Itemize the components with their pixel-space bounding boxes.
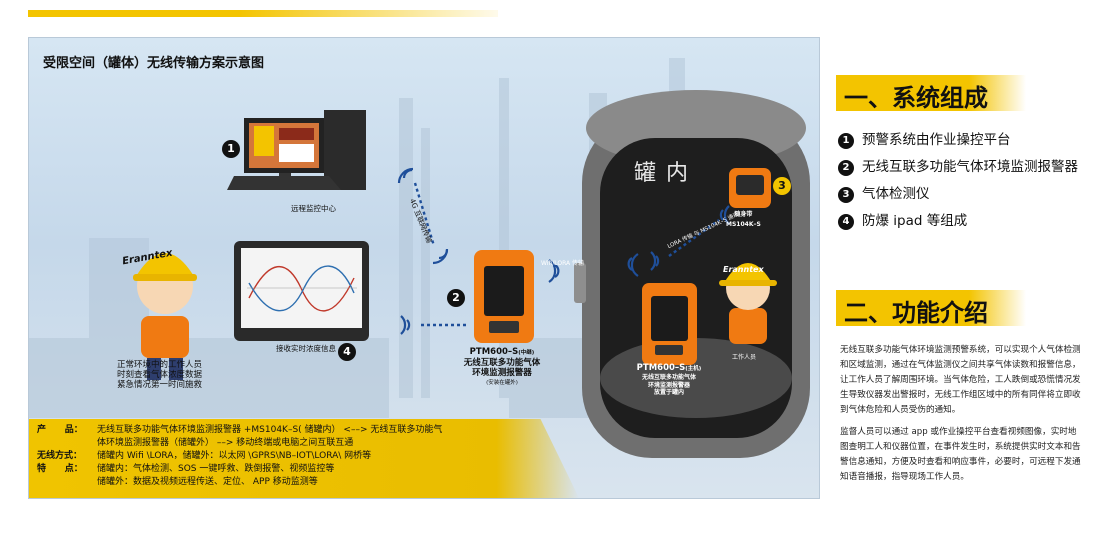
section2-heading: 二、功能介绍: [836, 290, 1026, 327]
device-outside: [474, 250, 534, 343]
detector-caption: 随身带 MS104K–S: [726, 210, 761, 230]
device-inside-caption: PTM600–S(主机) 无线互联多功能气体 环境监测报警器 放置于罐内: [619, 363, 719, 397]
number-badge: 1: [838, 133, 854, 149]
worker-outside-caption: 正常环境中的工作人员 时刻查看气体浓度数据 紧急情况第一时间施救: [117, 360, 202, 390]
worker-inside: [719, 263, 777, 344]
caption-line: 紧急情况第一时间施救: [117, 380, 203, 390]
device-inside: [642, 283, 697, 365]
info-row: 特 点： 储罐内：气体检测、SOS 一键呼救、跌倒报警、视频监控等: [37, 463, 334, 475]
list-item: 1 预警系统由作业操控平台: [838, 128, 1078, 155]
badge-3: 3: [773, 177, 791, 195]
device-name-line: 放置于罐内: [653, 389, 684, 396]
device-model: PTM600–S: [469, 347, 519, 357]
list-item: 3 气体检测仪: [838, 182, 1078, 209]
tablet-device: [234, 241, 369, 341]
device-outside-caption: PTM600–S(中继) 无线互联多功能气体 环境监测报警器 (安装在罐外): [452, 347, 552, 388]
number-badge: 4: [838, 214, 854, 230]
list-item: 4 防爆 ipad 等组成: [838, 209, 1078, 236]
top-accent-bar: [28, 10, 498, 17]
caption-line: 正常环境中的工作人员: [117, 360, 203, 370]
info-row: 储罐外：数据及视频远程传送、定位、 APP 移动监测等: [37, 476, 318, 488]
badge-4: 4: [338, 343, 356, 361]
info-key: 无线方式：: [37, 451, 83, 461]
device-note: (安装在罐外): [486, 380, 518, 386]
device-name-line: 环境监测报警器: [647, 381, 690, 389]
product-info-strip: 产 品： 无线互联多功能气体环境监测报警器 +MS104K–S( 储罐内） <––…: [29, 419, 579, 498]
device-name-line: 无线互联多功能气体: [463, 358, 541, 368]
worker-outside: [133, 253, 197, 380]
list-item: 2 无线互联多功能气体环境监测报警器: [838, 155, 1078, 182]
detector-model: MS104K–S: [726, 221, 761, 228]
caption-line: 时刻查看气体浓度数据: [117, 370, 203, 380]
section1-title: 一、系统组成: [844, 83, 988, 112]
info-text: 无线互联多功能气体环境监测报警器 +MS104K–S( 储罐内） <––> 无线…: [97, 425, 443, 435]
badge-1: 1: [222, 140, 240, 158]
number-badge: 2: [838, 160, 854, 176]
diagram-panel: 受限空间（罐体）无线传输方案示意图 1 2 3 4 远程监控中心 4G 互联网传…: [28, 37, 820, 499]
list-item-text: 气体检测仪: [862, 186, 930, 202]
tank-label: 罐内: [634, 161, 699, 186]
list-item-text: 预警系统由作业操控平台: [862, 132, 1011, 148]
info-text: 储罐内 Wifi \LORA，储罐外：以太网 \GPRS\NB–IOT\LORA…: [97, 451, 372, 461]
wifi-lora-label: Wifi/LORA 传输: [541, 260, 585, 267]
brand-logo-inside: Eranntex: [723, 265, 764, 274]
panel-title: 受限空间（罐体）无线传输方案示意图: [43, 56, 265, 71]
info-row: 产 品： 无线互联多功能气体环境监测报警器 +MS104K–S( 储罐内） <––…: [37, 424, 442, 436]
info-row: 体环境监测报警器（储罐外） ––> 移动终端或电脑之间互联互通: [37, 437, 353, 449]
monitor-computer: [227, 110, 366, 190]
list-item-text: 无线互联多功能气体环境监测报警器: [862, 159, 1078, 175]
number-badge: 3: [838, 187, 854, 203]
info-key: 特 点：: [37, 464, 83, 474]
storage-tank: [574, 90, 810, 458]
section2-title: 二、功能介绍: [844, 298, 988, 327]
gas-detector-inside: [729, 168, 771, 208]
worker-inside-caption: 工作人员: [732, 354, 757, 361]
info-text: 储罐内：气体检测、SOS 一键呼救、跌倒报警、视频监控等: [97, 464, 335, 474]
list-item-text: 防爆 ipad 等组成: [862, 213, 968, 229]
device-model: PTM600–S: [636, 363, 686, 373]
scene-illustration: [29, 58, 810, 458]
tablet-caption: 接收实时浓度信息: [276, 344, 336, 353]
info-key: 产 品：: [37, 425, 83, 435]
device-name-line: 环境监测报警器: [472, 368, 532, 378]
section1-heading: 一、系统组成: [836, 75, 1026, 112]
device-tag: (中继): [518, 350, 535, 356]
link-lines: [413, 182, 720, 327]
function-paragraph-2: 监督人员可以通过 app 或作业操控平台查看视频图像，实时地图查明工人和仪器位置…: [840, 427, 1081, 482]
badge-2: 2: [447, 289, 465, 307]
info-text: 储罐外：数据及视频远程传送、定位、 APP 移动监测等: [97, 477, 318, 487]
detector-name: 随身带: [734, 211, 753, 218]
device-name-line: 无线互联多功能气体: [641, 374, 696, 381]
signal-waves: [397, 167, 730, 335]
device-tag: (主机): [685, 366, 702, 372]
function-paragraph-1: 无线互联多功能气体环境监测预警系统，可以实现个人气体检测和区域监测，通过在气体监…: [840, 345, 1081, 415]
monitor-center-label: 远程监控中心: [291, 204, 336, 213]
info-row: 无线方式： 储罐内 Wifi \LORA，储罐外：以太网 \GPRS\NB–IOT…: [37, 450, 371, 462]
info-text: 体环境监测报警器（储罐外） ––> 移动终端或电脑之间互联互通: [97, 438, 354, 448]
